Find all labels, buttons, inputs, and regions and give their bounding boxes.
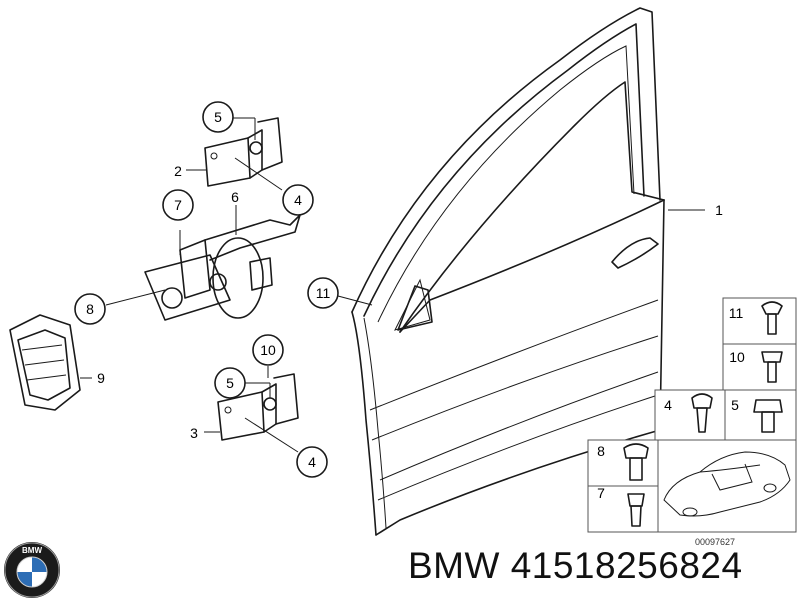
bolt-7-icon bbox=[627, 493, 645, 527]
table-label-7: 7 bbox=[597, 485, 605, 501]
table-label-8: 8 bbox=[597, 443, 605, 459]
callout-label: 4 bbox=[294, 192, 302, 208]
callout-10[interactable]: 10 bbox=[252, 334, 284, 366]
callout-label: 2 bbox=[174, 163, 182, 179]
fastener-table bbox=[587, 297, 797, 533]
callout-11[interactable]: 11 bbox=[307, 277, 339, 309]
table-label-11: 11 bbox=[729, 305, 744, 321]
bmw-logo-icon: BMW bbox=[4, 542, 60, 598]
callout-6[interactable]: 6 bbox=[231, 189, 239, 205]
callout-9[interactable]: 9 bbox=[97, 370, 105, 386]
callout-8[interactable]: 8 bbox=[74, 293, 106, 325]
upper-hinge bbox=[186, 117, 283, 191]
callout-5-lower[interactable]: 5 bbox=[214, 367, 246, 399]
grommet bbox=[9, 314, 92, 411]
door-check-arm bbox=[105, 205, 301, 321]
callout-label: 1 bbox=[715, 202, 723, 218]
front-door-shell bbox=[351, 7, 705, 536]
screw-11-icon bbox=[761, 301, 783, 335]
callout-7[interactable]: 7 bbox=[162, 189, 194, 221]
callout-label: 9 bbox=[97, 370, 105, 386]
callout-label: 8 bbox=[86, 301, 94, 317]
table-label-10: 10 bbox=[729, 349, 745, 365]
mirror-screw-leader bbox=[337, 295, 373, 306]
callout-4-lower[interactable]: 4 bbox=[296, 446, 328, 478]
screw-8-icon bbox=[623, 443, 649, 481]
callout-label: 3 bbox=[190, 425, 198, 441]
diagram-number: 00097627 bbox=[695, 537, 735, 547]
table-label-4: 4 bbox=[664, 397, 672, 413]
screw-10-icon bbox=[761, 351, 783, 383]
lower-hinge bbox=[204, 366, 299, 453]
part-number-title: BMW 41518256824 bbox=[408, 545, 743, 586]
logo-text: BMW bbox=[22, 546, 42, 555]
car-silhouette-icon bbox=[663, 451, 791, 517]
callout-1[interactable]: 1 bbox=[715, 202, 723, 218]
callout-3[interactable]: 3 bbox=[190, 425, 198, 441]
callout-label: 5 bbox=[226, 375, 234, 391]
nut-5-icon bbox=[753, 399, 783, 433]
callout-label: 10 bbox=[260, 342, 276, 358]
callout-label: 6 bbox=[231, 189, 239, 205]
callout-4-upper[interactable]: 4 bbox=[282, 184, 314, 216]
callout-label: 7 bbox=[174, 197, 182, 213]
callout-5-upper[interactable]: 5 bbox=[202, 101, 234, 133]
callout-label: 4 bbox=[308, 454, 316, 470]
table-label-5: 5 bbox=[731, 397, 739, 413]
callout-label: 5 bbox=[214, 109, 222, 125]
screw-4-icon bbox=[691, 393, 713, 433]
callout-label: 11 bbox=[316, 285, 331, 301]
callout-2[interactable]: 2 bbox=[174, 163, 182, 179]
